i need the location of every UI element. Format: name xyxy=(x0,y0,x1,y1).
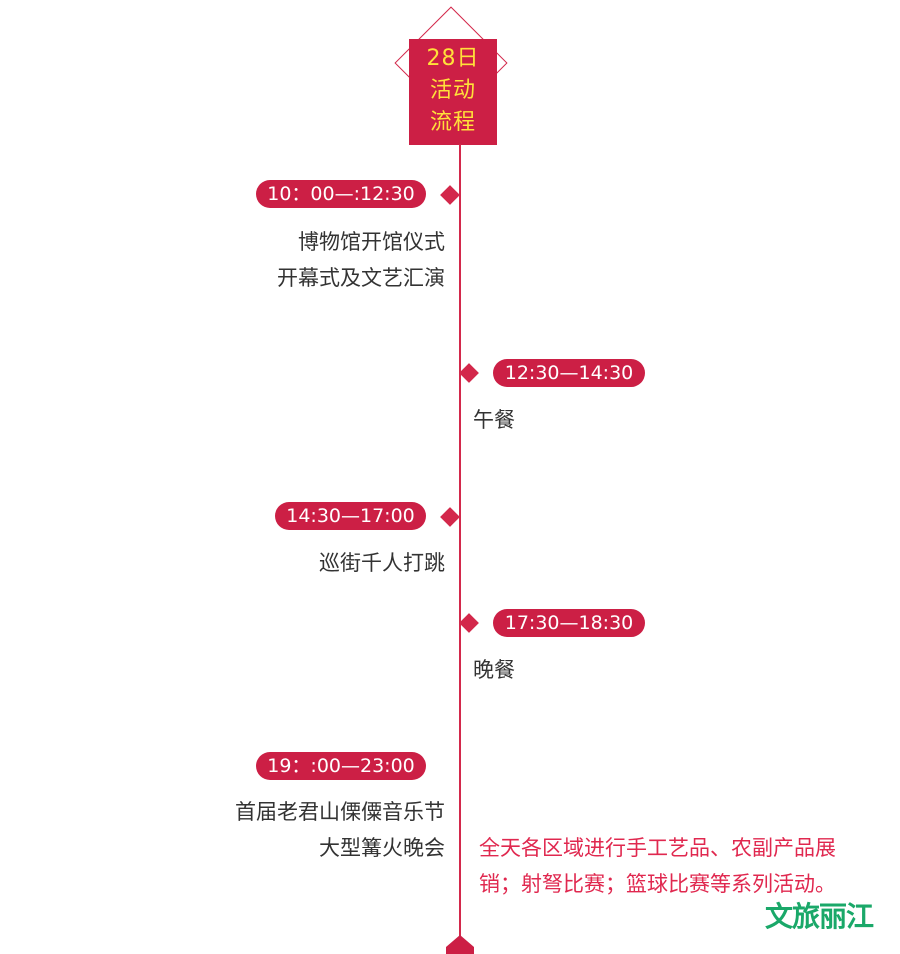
time-badge: 12:30—14:30 xyxy=(493,359,645,387)
header-title-line: 活动 xyxy=(429,78,476,103)
watermark-logo: 文旅丽江 xyxy=(765,900,874,933)
event-line: 首届老君山傈僳音乐节 xyxy=(235,800,445,824)
event-line: 博物馆开馆仪式 xyxy=(298,230,445,254)
event-description: 首届老君山傈僳音乐节 大型篝火晚会 xyxy=(150,794,445,866)
time-badge: 10：00—:12:30 xyxy=(256,180,426,208)
time-badge: 14:30—17:00 xyxy=(275,502,426,530)
time-badge: 19：:00—23:00 xyxy=(256,752,426,780)
timeline-line xyxy=(459,144,461,944)
timeline-end-cap xyxy=(446,935,474,954)
event-line: 开幕式及文艺汇演 xyxy=(277,266,445,290)
event-line: 大型篝火晚会 xyxy=(319,836,445,860)
timeline-marker xyxy=(459,613,479,633)
event-description: 晚餐 xyxy=(473,652,673,688)
event-line: 巡街千人打跳 xyxy=(319,551,445,575)
all-day-note: 全天各区域进行手工艺品、农副产品展 销；射弩比赛；篮球比赛等系列活动。 xyxy=(479,830,899,902)
note-line: 销；射弩比赛；篮球比赛等系列活动。 xyxy=(479,872,836,896)
event-line: 晚餐 xyxy=(473,658,515,682)
header-title-line: 28日 xyxy=(426,46,480,71)
event-description: 午餐 xyxy=(473,402,673,438)
event-description: 巡街千人打跳 xyxy=(200,545,445,581)
timeline-marker xyxy=(440,185,460,205)
note-line: 全天各区域进行手工艺品、农副产品展 xyxy=(479,836,836,860)
timeline-marker xyxy=(459,363,479,383)
event-description: 博物馆开馆仪式 开幕式及文艺汇演 xyxy=(200,224,445,296)
event-line: 午餐 xyxy=(473,408,515,432)
time-badge: 17:30—18:30 xyxy=(493,609,645,637)
header-title-line: 流程 xyxy=(429,110,476,135)
timeline-marker xyxy=(440,507,460,527)
header-title-box: 28日 活动 流程 xyxy=(409,39,497,145)
